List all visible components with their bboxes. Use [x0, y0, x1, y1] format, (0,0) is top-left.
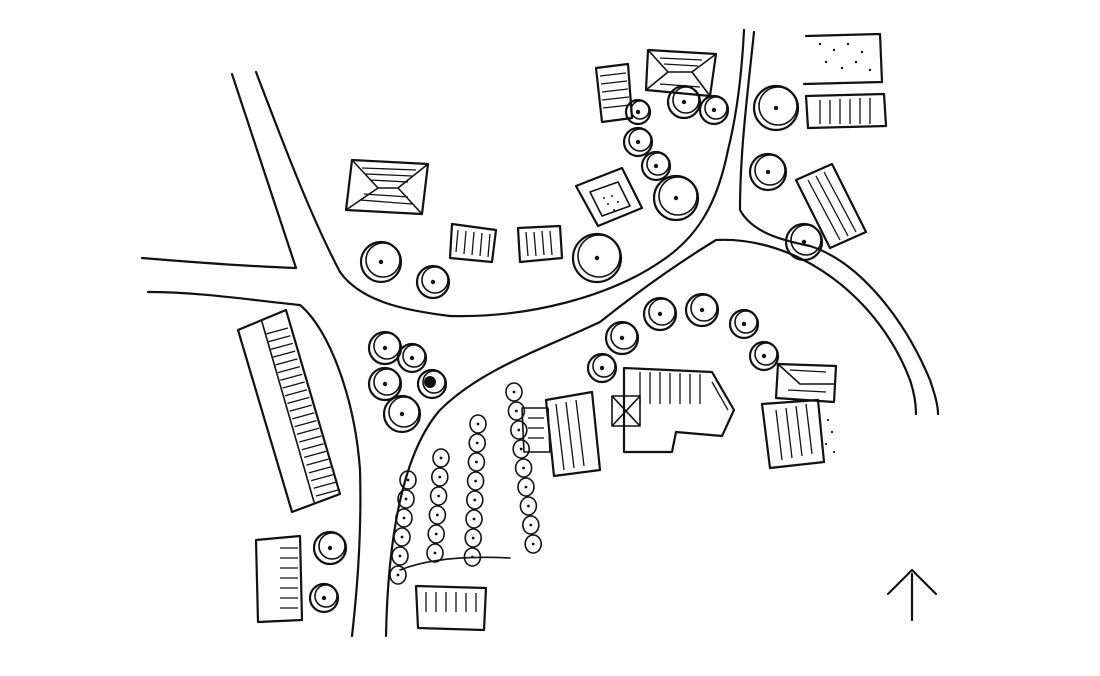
tree: [666, 84, 702, 120]
orchard-tree: [389, 565, 407, 585]
building: [448, 222, 498, 264]
orchard-tree: [509, 420, 528, 440]
orchard-tree: [399, 470, 417, 490]
orchard-tree: [395, 508, 413, 528]
tree: [382, 394, 422, 434]
orchard-tree: [426, 543, 444, 563]
road-edge-west-north: [140, 256, 298, 270]
orchard-tree: [432, 448, 450, 468]
buildings: [236, 32, 888, 632]
road-edge-nw-west: [230, 72, 298, 270]
tree: [312, 530, 348, 566]
road-main-north-edge: [448, 28, 746, 318]
tree: [684, 292, 720, 328]
orchard-tree: [517, 477, 535, 497]
building: [611, 366, 736, 454]
road-main-south-edge: [598, 238, 918, 416]
trees: [308, 84, 824, 614]
orchard-tree: [391, 546, 409, 566]
tree: [367, 366, 403, 402]
orchard-tree: [427, 524, 446, 544]
orchard-tree: [397, 489, 415, 509]
orchard-tree: [514, 458, 533, 478]
tree: [586, 352, 618, 384]
building: [760, 398, 836, 470]
tree: [622, 126, 654, 158]
tree: [652, 174, 700, 222]
tree: [359, 240, 403, 284]
roads: [140, 28, 940, 638]
tree: [367, 330, 403, 366]
orchard-tree: [428, 505, 447, 525]
tree: [642, 296, 678, 332]
orchard-tree: [393, 527, 411, 547]
orchard-tree: [505, 382, 523, 402]
orchard-tree: [430, 467, 449, 487]
orchard-tree: [464, 528, 483, 548]
road-edge-nw-east: [254, 70, 452, 318]
orchard-tree: [469, 414, 487, 434]
orchard-tree: [524, 534, 543, 554]
building: [594, 62, 634, 124]
orchard-tree: [429, 486, 448, 506]
tree: [308, 582, 340, 614]
north-arrow-icon: [886, 568, 938, 622]
tree: [698, 94, 730, 126]
orchard-tree: [507, 401, 526, 421]
tree: [571, 232, 623, 284]
tree: [752, 84, 800, 132]
building: [414, 584, 488, 632]
orchard-tree: [519, 496, 538, 516]
orchard: [389, 382, 543, 585]
tree: [784, 222, 824, 262]
orchard-tree: [521, 515, 540, 535]
building: [574, 166, 644, 228]
tree: [604, 320, 640, 356]
tree: [748, 152, 788, 192]
building: [236, 308, 342, 514]
orchard-tree: [466, 471, 485, 491]
building: [774, 362, 838, 404]
building: [516, 224, 564, 264]
building: [794, 162, 868, 250]
orchard-tree: [467, 452, 486, 472]
tree: [748, 340, 780, 372]
tree: [728, 308, 760, 340]
road-edge-west-south: [146, 290, 362, 638]
marker-dot: [424, 376, 436, 388]
tree: [640, 150, 672, 182]
building: [521, 390, 602, 478]
building: [802, 32, 888, 130]
orchard-tree: [512, 439, 531, 459]
building: [254, 534, 304, 624]
tree: [415, 264, 451, 300]
orchard-tree: [463, 547, 482, 567]
tree: [396, 342, 428, 374]
lane-west-edge: [384, 320, 602, 638]
orchard-tree: [465, 490, 484, 510]
building: [644, 48, 718, 98]
orchard-tree: [465, 509, 483, 529]
orchard-tree: [468, 433, 487, 453]
building: [344, 158, 430, 216]
road-ne-west-edge: [738, 30, 940, 416]
lane-south-stub: [399, 556, 511, 571]
tree: [624, 98, 652, 126]
